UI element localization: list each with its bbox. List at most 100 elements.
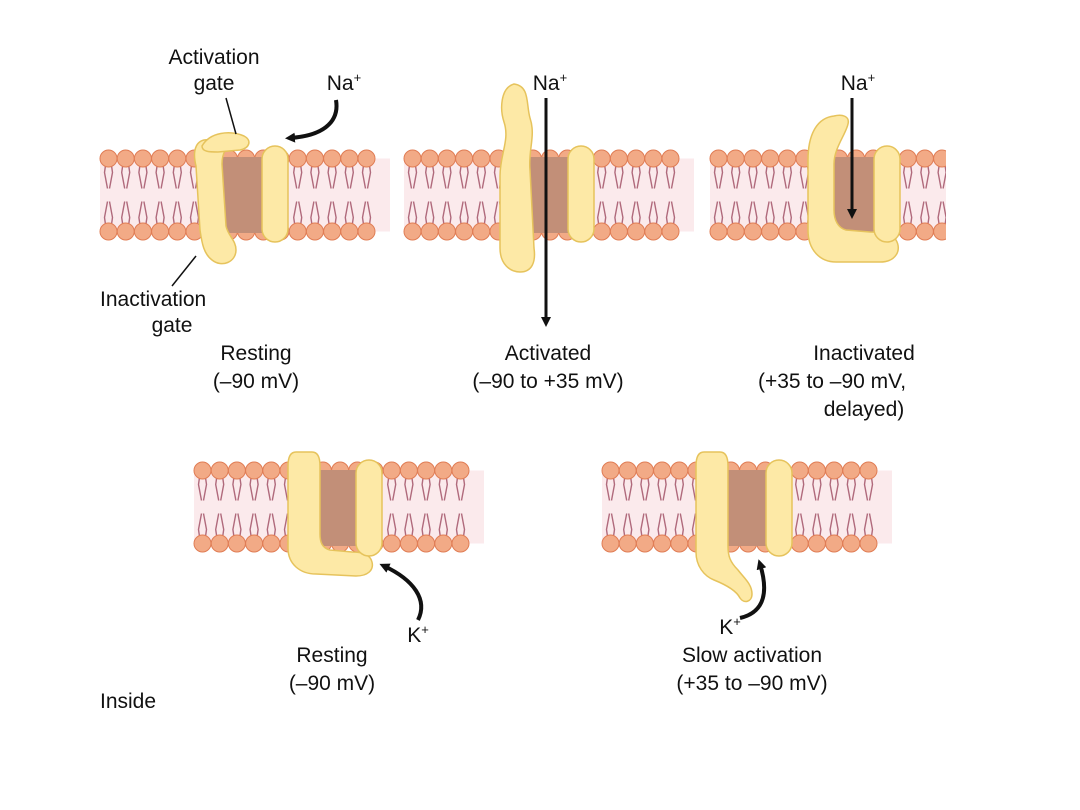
inside-label: Inside xyxy=(100,690,156,713)
lipid-head xyxy=(644,149,663,168)
lipid-head xyxy=(434,461,453,480)
lipid-head xyxy=(382,461,401,480)
lipid-head xyxy=(403,222,422,241)
lipid-head xyxy=(210,461,229,480)
na-ion-label-activated: Na+ xyxy=(533,70,567,95)
lipid-head xyxy=(726,222,745,241)
lipid-head xyxy=(790,534,809,553)
activation-gate xyxy=(499,83,536,273)
na-resting-voltage-label: (–90 mV) xyxy=(213,370,299,393)
channel-protein-right xyxy=(873,145,901,243)
lipid-head xyxy=(915,222,934,241)
lipid-head xyxy=(859,461,878,480)
lipid-head xyxy=(601,534,620,553)
lipid-head xyxy=(227,534,246,553)
lipid-head xyxy=(437,222,456,241)
lipid-head xyxy=(898,222,917,241)
lipid-head xyxy=(670,461,689,480)
lipid-head xyxy=(451,534,470,553)
lipid-head xyxy=(420,149,439,168)
lipid-head xyxy=(472,149,491,168)
channel-pore xyxy=(728,470,768,546)
lipid-head xyxy=(99,149,118,168)
na-resting-arrow xyxy=(285,99,339,143)
k-slow-activation-panel xyxy=(601,451,892,603)
lipid-head xyxy=(340,222,359,241)
lipid-head xyxy=(305,149,324,168)
lipid-head xyxy=(193,534,212,553)
lipid-head xyxy=(399,461,418,480)
na-ion-label-inactivated: Na+ xyxy=(841,70,875,95)
lipid-head xyxy=(133,222,152,241)
activation-gate-leader xyxy=(225,97,237,135)
lipid-head xyxy=(262,534,281,553)
inactivation-gate-label-line2: gate xyxy=(152,314,193,337)
k-resting-state-label: Resting xyxy=(296,644,367,667)
lipid-head xyxy=(417,461,436,480)
lipid-head xyxy=(455,222,474,241)
lipid-head xyxy=(437,149,456,168)
lipid-head xyxy=(99,222,118,241)
lipid-head xyxy=(288,222,307,241)
channel-protein-right xyxy=(765,459,793,557)
lipid-head xyxy=(357,222,376,241)
lipid-head xyxy=(653,534,672,553)
lipid-head xyxy=(601,461,620,480)
na-ion-label-resting: Na+ xyxy=(327,70,361,95)
k-slow-state-label: Slow activation xyxy=(682,644,822,667)
inactivation-gate-leader xyxy=(171,255,197,287)
na-inactivated-voltage-label: (+35 to –90 mV, xyxy=(758,370,906,393)
lipid-head xyxy=(933,222,946,241)
lipid-head xyxy=(399,534,418,553)
lipid-head xyxy=(151,222,170,241)
k-gate xyxy=(695,451,753,603)
lipid-head xyxy=(915,149,934,168)
membrane xyxy=(403,149,694,241)
lipid-head xyxy=(472,222,491,241)
k-resting-voltage-label: (–90 mV) xyxy=(289,672,375,695)
lipid-head xyxy=(933,149,946,168)
lipid-head xyxy=(842,461,861,480)
na-activated-state-label: Activated xyxy=(505,342,591,365)
lipid-head xyxy=(357,149,376,168)
channel-pore xyxy=(832,157,876,233)
lipid-head xyxy=(168,222,187,241)
lipid-head xyxy=(790,461,809,480)
lipid-head xyxy=(807,534,826,553)
k-slow-voltage-label: (+35 to –90 mV) xyxy=(676,672,827,695)
activation-gate xyxy=(201,132,250,153)
lipid-head xyxy=(592,222,611,241)
na-inactivated-panel xyxy=(709,114,946,263)
lipid-head xyxy=(151,149,170,168)
lipid-head xyxy=(455,149,474,168)
lipid-head xyxy=(133,149,152,168)
lipid-head xyxy=(635,534,654,553)
channel-pore xyxy=(318,470,358,546)
lipid-head xyxy=(709,222,728,241)
lipid-head xyxy=(305,222,324,241)
na-inactivated-extra-label: delayed) xyxy=(824,398,905,421)
k-gate xyxy=(287,451,374,577)
k-ion-label-slow: K+ xyxy=(719,614,741,639)
lipid-head xyxy=(644,222,663,241)
channel-protein-right xyxy=(355,459,383,557)
channel-protein-right xyxy=(261,145,289,243)
na-resting-panel xyxy=(99,132,390,265)
lipid-head xyxy=(635,461,654,480)
lipid-head xyxy=(382,534,401,553)
lipid-head xyxy=(340,149,359,168)
na-activated-panel xyxy=(403,83,694,273)
k-ion-label-resting: K+ xyxy=(407,622,429,647)
lipid-head xyxy=(743,149,762,168)
lipid-head xyxy=(743,222,762,241)
lipid-head xyxy=(592,149,611,168)
lipid-head xyxy=(842,534,861,553)
activation-gate-label-line1: Activation xyxy=(168,46,259,69)
lipid-head xyxy=(262,461,281,480)
lipid-head xyxy=(323,149,342,168)
lipid-head xyxy=(420,222,439,241)
lipid-head xyxy=(898,149,917,168)
lipid-head xyxy=(825,534,844,553)
lipid-head xyxy=(653,461,672,480)
